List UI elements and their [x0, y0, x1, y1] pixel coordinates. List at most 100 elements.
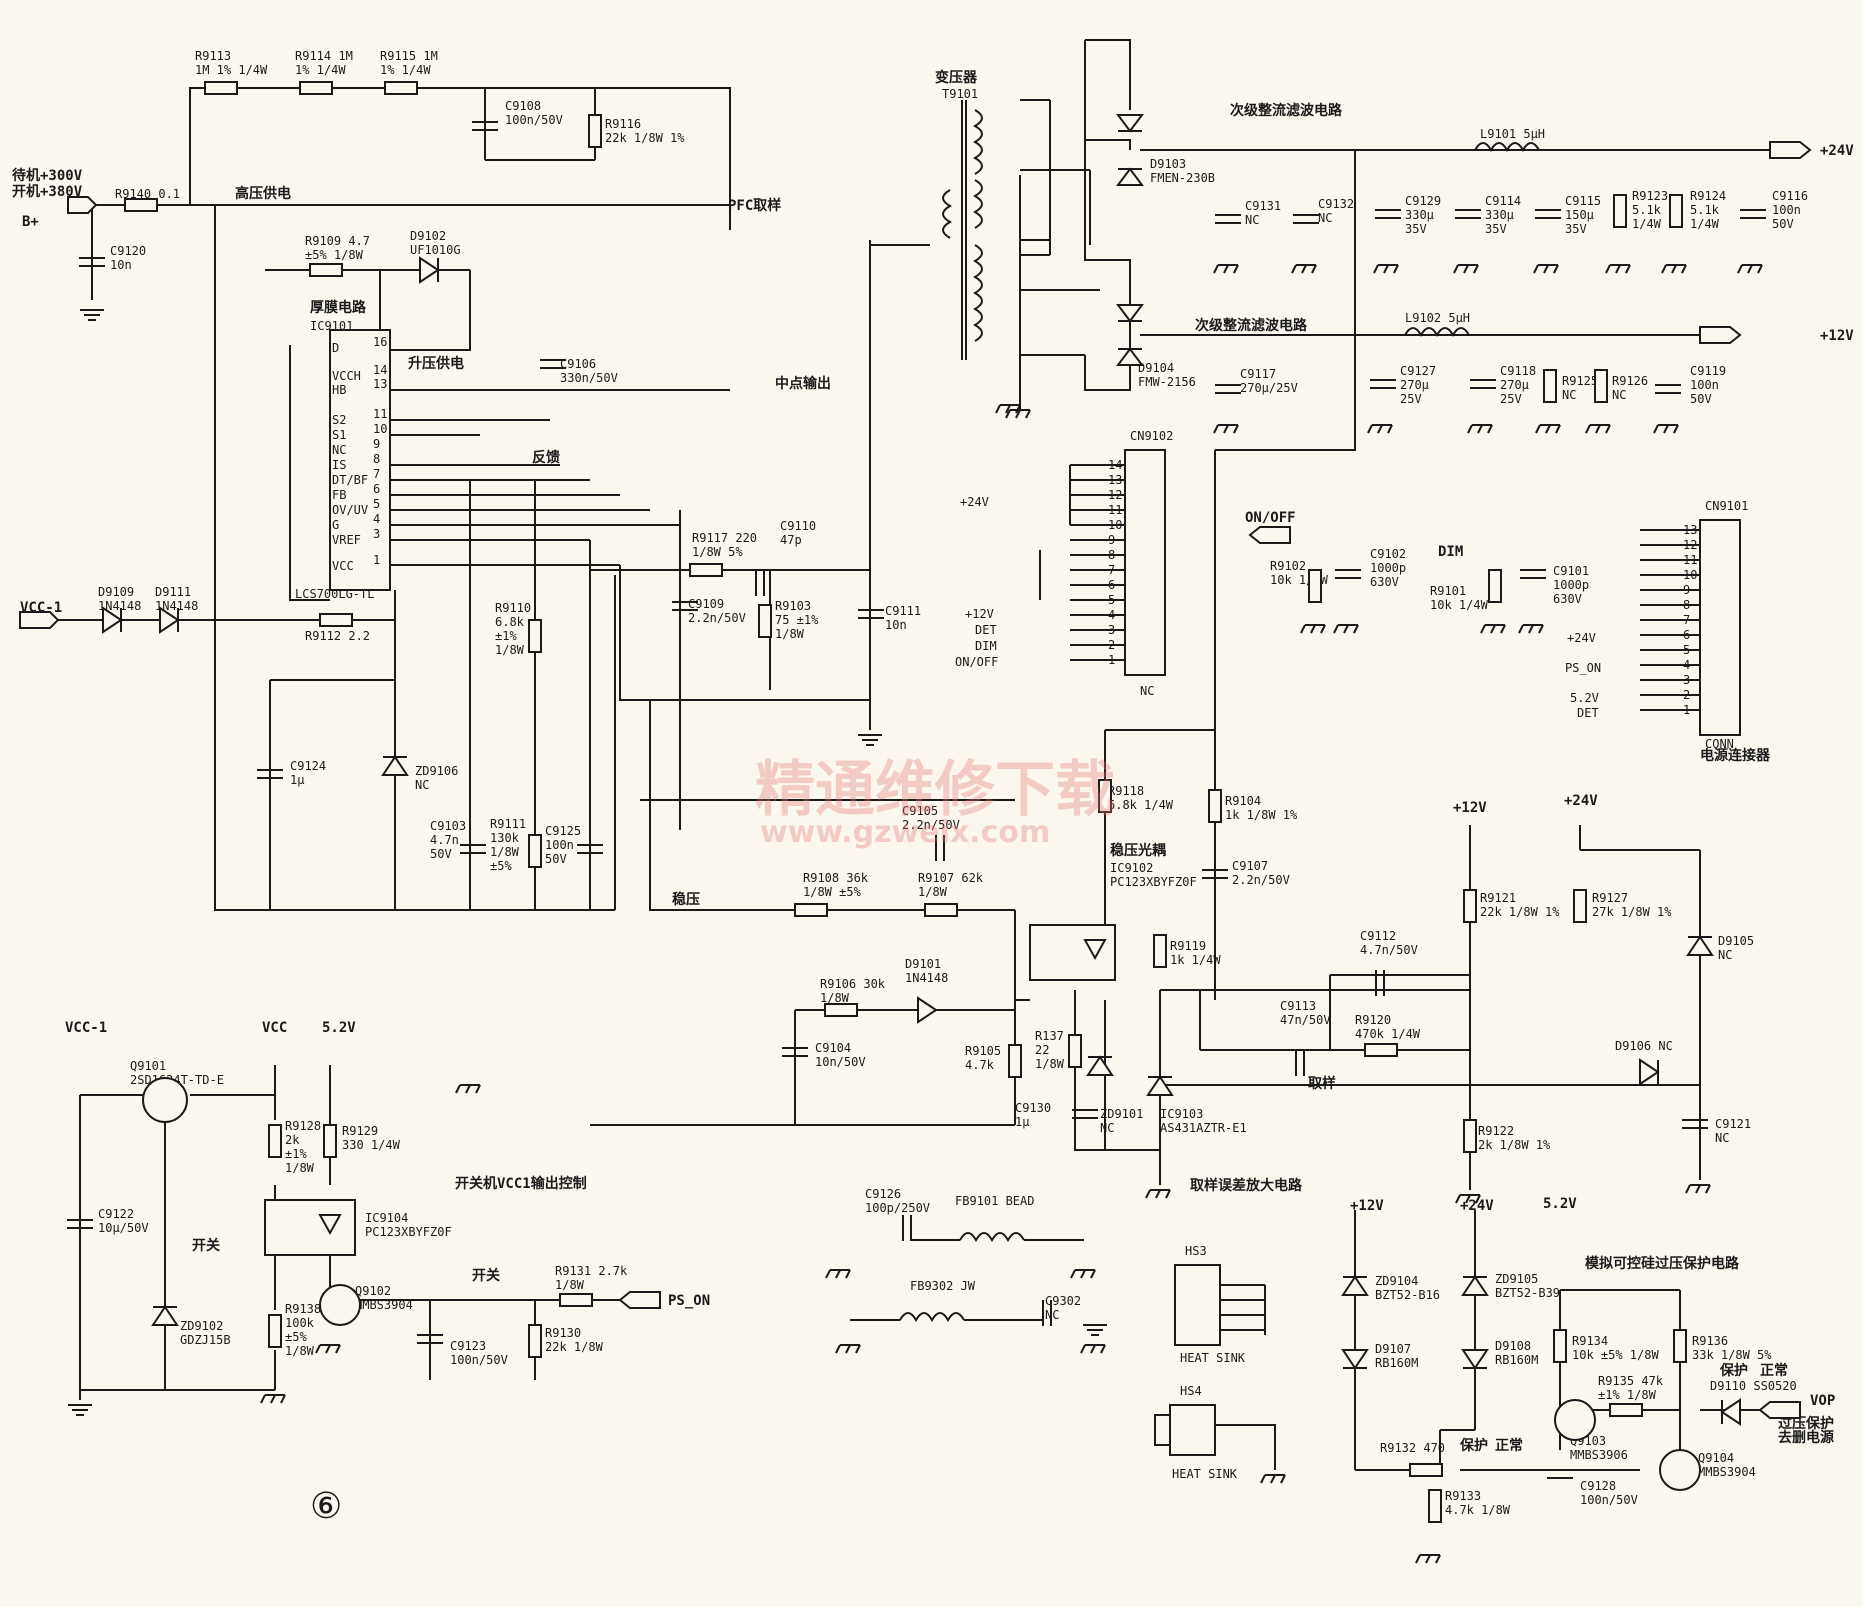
r9140-resistor — [124, 198, 158, 212]
hs3-label: HS3 — [1185, 1244, 1207, 1258]
r9116-resistor — [588, 114, 602, 148]
r9124-resistor — [1669, 194, 1683, 228]
r9102-resistor — [1308, 569, 1322, 603]
net-sample: 取样 — [1308, 1075, 1336, 1092]
net-p24c: +24V — [1460, 1198, 1494, 1214]
section-secondary1: 次级整流滤波电路 — [1230, 102, 1343, 119]
cn9102-body — [1124, 449, 1166, 676]
r9109-resistor — [309, 263, 343, 277]
cn9102-sig-dim: DIM — [975, 639, 997, 653]
r9138-resistor — [268, 1314, 282, 1348]
r9110-resistor — [528, 619, 542, 653]
r9133-resistor — [1428, 1489, 1442, 1523]
ic-pin-number: 6 — [373, 482, 380, 496]
net-ps-on: PS_ON — [668, 1293, 710, 1309]
l9101-label: L9101 5μH — [1480, 127, 1545, 141]
r9107-resistor — [924, 903, 958, 917]
net-boost: 升压供电 — [408, 355, 464, 372]
net-on-off: ON/OFF — [1245, 510, 1296, 526]
ovp-note: 过压保护去删电源 — [1778, 1415, 1834, 1446]
net-v52: 5.2V — [322, 1020, 356, 1036]
r9130-resistor — [528, 1324, 542, 1358]
ic-pin-number: 10 — [373, 422, 387, 436]
r9140-label: R9140 0.1 — [115, 187, 180, 201]
r9127-resistor — [1573, 889, 1587, 923]
ic-pin-name: VREF — [332, 533, 361, 547]
section-transformer: 变压器 — [935, 69, 978, 86]
r9112-label: R9112 2.2 — [305, 629, 370, 643]
page-mark: ⑥ — [310, 1486, 342, 1527]
ic-pin-name: VCC — [332, 559, 354, 573]
r9117-resistor — [689, 563, 723, 577]
net-regulate: 稳压 — [672, 891, 700, 908]
q9102-transistor — [319, 1284, 361, 1326]
ic-pin-name: D — [332, 341, 339, 355]
r9118-resistor — [1098, 779, 1112, 813]
r9129-resistor — [323, 1124, 337, 1158]
watermark-text: 精通维修下载 — [755, 755, 1115, 825]
wires — [55, 39, 1775, 1471]
q9101-transistor — [142, 1077, 188, 1123]
net-v52b: 5.2V — [1543, 1196, 1577, 1212]
q9103-transistor — [1554, 1399, 1596, 1441]
r137-resistor — [1068, 1034, 1082, 1068]
symbols — [19, 81, 1812, 1523]
section-thick-film: 厚膜电路 — [310, 299, 367, 316]
fb9101-bead — [910, 1232, 1084, 1243]
section-sample-amp: 取样误差放大电路 — [1190, 1177, 1303, 1194]
r9101-resistor — [1488, 569, 1502, 603]
hs4-label: HS4 — [1180, 1384, 1202, 1398]
p24-out-arrow — [1769, 141, 1812, 159]
ic-pin-name: S2 — [332, 413, 346, 427]
fb9302-label: FB9302 JW — [910, 1279, 976, 1293]
cn9101-label: CN9101 — [1705, 499, 1748, 513]
bplus-arrow — [67, 196, 98, 214]
net-pfc: PFC取样 — [728, 197, 781, 214]
cn9102-sig-p12: +12V — [965, 607, 994, 621]
hs4-tab — [1154, 1414, 1171, 1446]
section-opto-reg: 稳压光耦 — [1110, 842, 1166, 859]
t9101-label: T9101 — [942, 87, 978, 101]
ic-pin-name: OV/UV — [332, 503, 368, 517]
net-p12c: +12V — [1350, 1198, 1384, 1214]
r9132-resistor — [1409, 1463, 1443, 1477]
cn9102_nc-label: NC — [1140, 684, 1154, 698]
net-bplus: B+ — [22, 214, 39, 230]
